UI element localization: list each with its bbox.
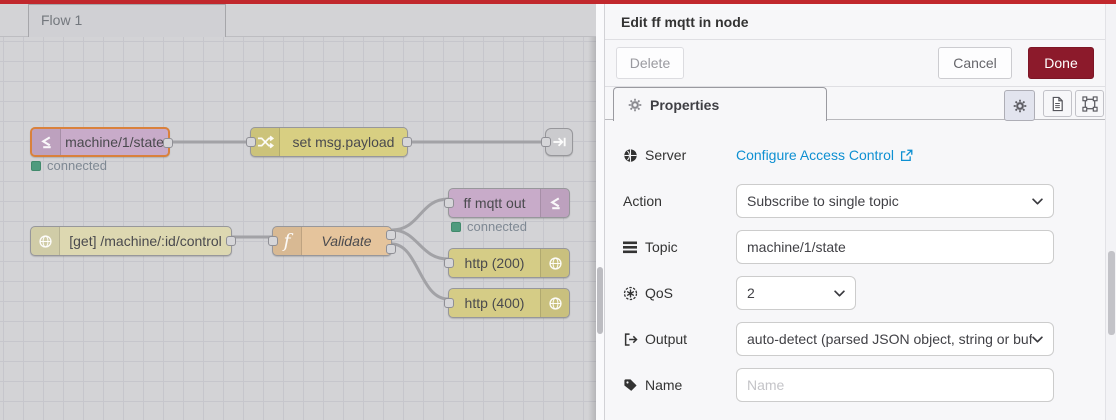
node-output-port-1[interactable]: [386, 230, 396, 240]
output-row: Output auto-detect (parsed JSON object, …: [623, 316, 1116, 362]
node-label: machine/1/state: [65, 134, 164, 150]
node-label: ff mqtt out: [463, 195, 526, 211]
node-label: Validate: [321, 233, 372, 249]
node-label: set msg.payload: [292, 134, 395, 150]
properties-form: Server Configure Access Control Action S…: [605, 120, 1116, 408]
node-output-port[interactable]: [402, 137, 412, 147]
topic-input[interactable]: [736, 230, 1054, 264]
node-input-port[interactable]: [444, 258, 454, 268]
function-f-icon: f: [273, 227, 302, 255]
node-http-response-400[interactable]: http (400): [444, 288, 570, 318]
node-output-port-2[interactable]: [386, 244, 396, 254]
status-text: connected: [467, 219, 527, 234]
node-change[interactable]: set msg.payload: [246, 127, 412, 157]
chevron-down-icon: [1032, 335, 1043, 343]
circled-asterisk-icon: [623, 286, 638, 300]
panel-button-row: Delete Cancel Done: [605, 40, 1116, 87]
list-bars-icon: [623, 241, 637, 253]
qos-row: QoS 2: [623, 270, 1116, 316]
globe-icon: [624, 148, 637, 162]
arrow-right-icon: [546, 129, 572, 155]
sign-out-icon: [624, 332, 638, 346]
node-input-port[interactable]: [246, 137, 256, 147]
status-dot-icon: [31, 160, 41, 171]
output-select[interactable]: auto-detect (parsed JSON object, string …: [736, 322, 1054, 356]
node-output-port[interactable]: [226, 236, 236, 246]
name-row: Name: [623, 362, 1116, 408]
server-label: Server: [623, 147, 736, 163]
node-link-out[interactable]: [541, 128, 573, 156]
globe-icon: [540, 289, 569, 317]
shuffle-icon: [251, 128, 280, 156]
topic-row: Topic: [623, 224, 1116, 270]
node-input-port[interactable]: [268, 236, 278, 246]
server-row: Server Configure Access Control: [623, 132, 1116, 178]
tab-flow-1[interactable]: Flow 1: [28, 4, 226, 37]
appearance-tab-button[interactable]: [1075, 90, 1104, 117]
qos-select[interactable]: 2: [736, 276, 856, 310]
wire[interactable]: [390, 197, 450, 232]
output-label: Output: [623, 331, 736, 347]
panel-title: Edit ff mqtt in node: [605, 4, 1116, 40]
gear-icon: [628, 98, 642, 111]
node-http-in[interactable]: [get] /machine/:id/control: [30, 226, 236, 256]
globe-icon: [31, 227, 60, 255]
properties-tab-button[interactable]: [1004, 90, 1035, 121]
name-label: Name: [623, 377, 736, 393]
description-icon: [1052, 96, 1063, 111]
node-status: connected: [31, 158, 107, 173]
top-accent-bar: [0, 0, 1116, 4]
node-mqtt-in[interactable]: machine/1/state: [30, 127, 173, 157]
action-select[interactable]: Subscribe to single topic: [736, 184, 1054, 218]
action-label: Action: [623, 193, 662, 209]
tab-label: Properties: [650, 96, 720, 113]
node-http-response-200[interactable]: http (200): [444, 248, 570, 278]
node-mqtt-out[interactable]: ff mqtt out: [444, 188, 570, 218]
status-dot-icon: [451, 221, 461, 232]
scrollbar-thumb[interactable]: [597, 267, 603, 334]
delete-button[interactable]: Delete: [616, 47, 684, 79]
flow-tab-bar: Flow 1: [0, 4, 596, 37]
done-button[interactable]: Done: [1028, 47, 1094, 79]
wire[interactable]: [390, 242, 450, 301]
name-input[interactable]: [736, 368, 1054, 402]
panel-tab-row: Properties: [605, 87, 1116, 121]
qos-label: QoS: [623, 285, 736, 301]
description-tab-button[interactable]: [1043, 90, 1072, 117]
scrollbar-thumb[interactable]: [1108, 251, 1115, 335]
node-input-port[interactable]: [444, 298, 454, 308]
mqtt-bridge-icon: [32, 129, 61, 155]
canvas-vertical-scrollbar[interactable]: [596, 4, 604, 420]
mqtt-bridge-icon: [540, 189, 569, 217]
globe-icon: [540, 249, 569, 277]
gear-icon: [1013, 99, 1026, 112]
chevron-down-icon: [1032, 197, 1043, 205]
node-input-port[interactable]: [541, 137, 551, 147]
node-output-port[interactable]: [163, 138, 173, 148]
tab-properties[interactable]: Properties: [613, 87, 827, 121]
panel-vertical-scrollbar[interactable]: [1105, 4, 1116, 420]
node-status: connected: [451, 219, 527, 234]
tag-icon: [624, 378, 637, 391]
cancel-button[interactable]: Cancel: [938, 47, 1012, 79]
node-input-port[interactable]: [444, 198, 454, 208]
wire[interactable]: [390, 228, 450, 261]
status-text: connected: [47, 158, 107, 173]
node-label: http (200): [464, 255, 525, 271]
external-link-icon: [900, 149, 913, 161]
chevron-down-icon: [834, 289, 845, 297]
node-label: http (400): [464, 295, 525, 311]
configure-server-link[interactable]: Configure Access Control: [736, 147, 913, 163]
topic-label: Topic: [623, 239, 736, 255]
node-label: [get] /machine/:id/control: [69, 233, 222, 249]
node-function-validate[interactable]: f Validate: [268, 226, 396, 256]
flow-canvas[interactable]: Flow 1 machine/1/state connected: [0, 4, 596, 420]
action-row: Action Subscribe to single topic: [623, 178, 1116, 224]
wires-layer: [168, 140, 547, 301]
edit-node-panel: Edit ff mqtt in node Delete Cancel Done …: [604, 4, 1116, 420]
appearance-icon: [1081, 95, 1098, 112]
